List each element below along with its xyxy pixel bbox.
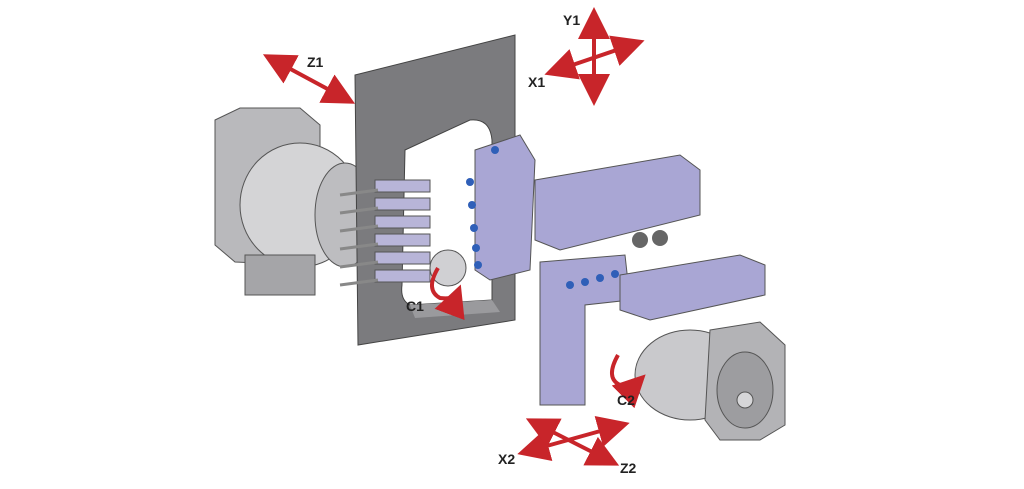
main-spindle-motor: [214, 107, 376, 296]
c1-label: C1: [406, 298, 424, 314]
axis-arrows: [262, 7, 646, 466]
z1-arrow: [262, 54, 356, 104]
z2-arrow: [525, 418, 620, 466]
gang-tool-holder: [339, 179, 467, 287]
x2-arrow: [517, 416, 630, 461]
x1-arrow: [544, 35, 645, 80]
front-tool-block: [466, 134, 536, 281]
c1-rotation-arrow: [430, 266, 465, 321]
x2-label: X2: [498, 451, 516, 467]
z2-label: Z2: [620, 460, 637, 476]
y1-label: Y1: [563, 12, 581, 28]
sub-tool-block: [539, 254, 631, 406]
x2-servo-motor: [619, 254, 766, 321]
x1-label: X1: [528, 74, 546, 90]
z1-label: Z1: [307, 54, 324, 70]
x1-servo-motor: [534, 154, 701, 251]
c2-label: C2: [617, 392, 635, 408]
c2-rotation-arrow: [610, 354, 646, 409]
sub-spindle-motor: [634, 321, 786, 441]
